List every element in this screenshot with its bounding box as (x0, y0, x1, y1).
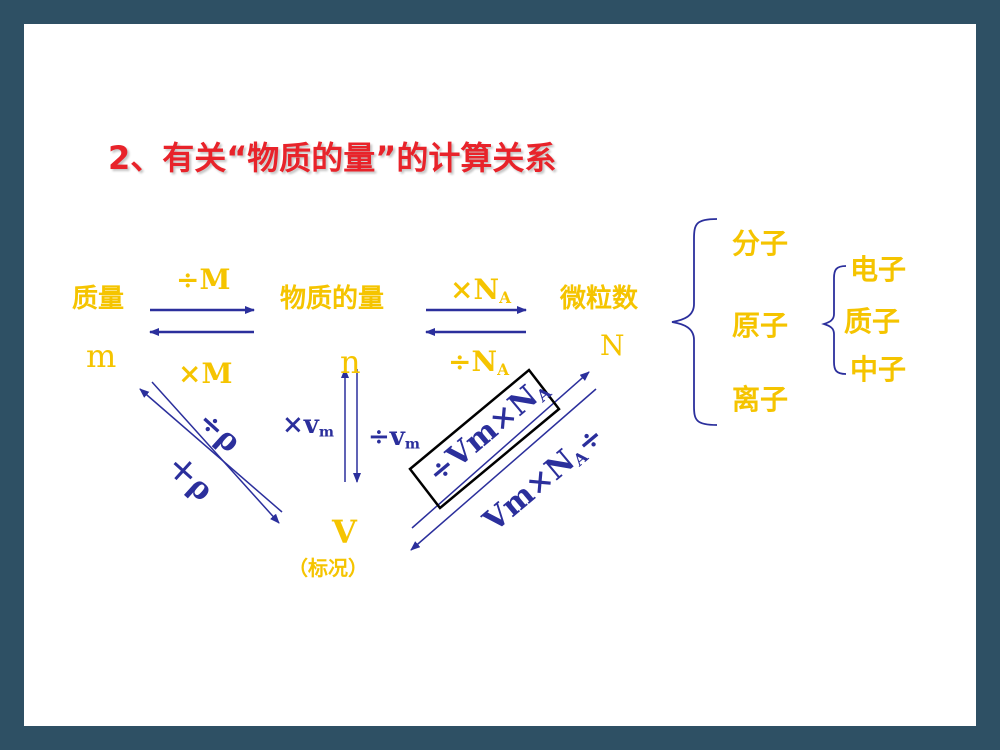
highlight-box (408, 368, 561, 510)
op-div-NA-sub: A (497, 360, 510, 379)
op-mul-vm-sub: m (318, 424, 335, 441)
volume-symbol: V (332, 513, 357, 551)
op-mul-vm: ×vm (282, 412, 334, 440)
op-div-NA-text: ÷N (448, 345, 498, 378)
brace-particles (671, 218, 718, 426)
op-mul-NA-text: ×N (450, 273, 500, 306)
arrow-V-to-m (139, 388, 283, 513)
op-div-NA: ÷NA (448, 348, 509, 378)
op-div-vm-sub: m (404, 436, 421, 453)
arrow-m-to-V (151, 381, 280, 524)
amount-symbol: n (340, 343, 361, 381)
amount-label: 物质的量 (280, 284, 385, 314)
op-mul-NA: ×NA (450, 276, 511, 306)
particles-symbol: N (600, 329, 625, 362)
atom-part-electron: 电子 (850, 253, 907, 286)
op-mul-M: ×M (178, 357, 233, 390)
atom-part-proton: 质子 (844, 305, 901, 338)
mass-symbol: m (86, 337, 117, 375)
arrow-lines (139, 218, 847, 551)
arrow-N-to-V (410, 388, 597, 551)
op-mul-NA-sub: A (499, 288, 512, 307)
particles-label: 微粒数 (560, 284, 639, 314)
page-title: 2、有关“物质的量”的计算关系 (108, 139, 557, 177)
particle-type-molecule: 分子 (732, 227, 789, 260)
volume-note: （标况） (288, 556, 368, 580)
op-mul-vm-text: ×v (282, 410, 319, 440)
op-div-vm-text: ÷v (368, 422, 405, 452)
particle-type-atom: 原子 (732, 309, 789, 342)
atom-part-neutron: 中子 (850, 353, 907, 386)
slide: 2、有关“物质的量”的计算关系 质量 m 物质的量 n 微粒数 N V （标况）… (24, 24, 976, 726)
particle-type-ion: 离子 (732, 383, 789, 416)
op-div-M: ÷M (176, 263, 231, 296)
op-div-vm: ÷vm (368, 424, 420, 452)
arrow-V-to-N (411, 371, 590, 529)
brace-atom (821, 265, 847, 375)
mass-label: 质量 (72, 284, 125, 314)
